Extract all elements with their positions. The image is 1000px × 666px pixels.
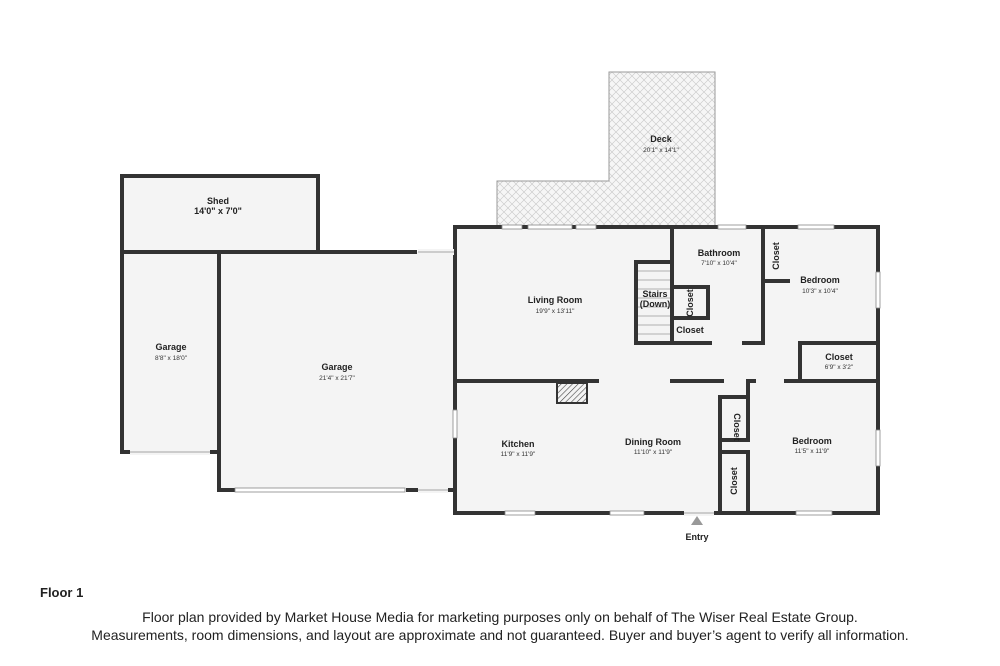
shed-name: Shed bbox=[207, 196, 229, 206]
entry-arrow-icon bbox=[691, 516, 703, 525]
deck-name: Deck bbox=[650, 134, 673, 144]
living-room-name: Living Room bbox=[528, 295, 583, 305]
stair-treads bbox=[638, 270, 670, 335]
bedroom-bottom-name: Bedroom bbox=[792, 436, 832, 446]
entry-label: Entry bbox=[685, 532, 708, 542]
stair-closet-label: Closet bbox=[676, 325, 704, 335]
deck-dim: 20'1" x 14'1" bbox=[643, 147, 679, 154]
windows bbox=[234, 224, 881, 516]
bedroom-top-name: Bedroom bbox=[800, 275, 840, 285]
floor-label: Floor 1 bbox=[40, 585, 84, 600]
bedroom-top-dim: 10'3" x 10'4" bbox=[802, 288, 838, 295]
floor-plan: Deck 20'1" x 14'1" Shed 14'0" x 7'0" Gar… bbox=[120, 71, 881, 542]
fireplace bbox=[556, 382, 588, 404]
bedroom-top-closet-label: Closet bbox=[771, 242, 781, 270]
living-room-dim: 19'9" x 13'11" bbox=[536, 308, 575, 315]
floor-fills bbox=[122, 176, 878, 513]
bathroom-name: Bathroom bbox=[698, 248, 741, 258]
bathroom-closet-label: Closet bbox=[685, 289, 695, 317]
disclaimer-line-1: Floor plan provided by Market House Medi… bbox=[142, 609, 858, 625]
stairs-direction: (Down) bbox=[640, 299, 671, 309]
bathroom-dim: 7'10" x 10'4" bbox=[701, 260, 737, 267]
dining-room-name: Dining Room bbox=[625, 437, 681, 447]
garage-small-dim: 8'8" x 18'0" bbox=[155, 355, 188, 362]
kitchen-dim: 11'9" x 11'9" bbox=[501, 451, 536, 458]
garage-large-name: Garage bbox=[321, 362, 352, 372]
dining-room-dim: 11'10" x 11'9" bbox=[634, 449, 673, 456]
door-lines bbox=[130, 251, 714, 514]
bedroom-closet-lower-label: Closet bbox=[729, 467, 739, 495]
garage-large-dim: 21'4" x 21'7" bbox=[319, 375, 355, 382]
stairs-name: Stairs bbox=[642, 289, 667, 299]
bedroom-closet-upper-label: Closet bbox=[732, 413, 742, 441]
kitchen-name: Kitchen bbox=[501, 439, 534, 449]
hall-closet-name: Closet bbox=[825, 352, 853, 362]
deck-area bbox=[496, 71, 716, 229]
hall-closet-dim: 6'9" x 3'2" bbox=[825, 364, 854, 371]
garage-small-name: Garage bbox=[155, 342, 186, 352]
disclaimer-line-2: Measurements, room dimensions, and layou… bbox=[91, 627, 909, 643]
shed-dim: 14'0" x 7'0" bbox=[194, 206, 242, 216]
bedroom-bottom-dim: 11'5" x 11'9" bbox=[795, 448, 830, 455]
